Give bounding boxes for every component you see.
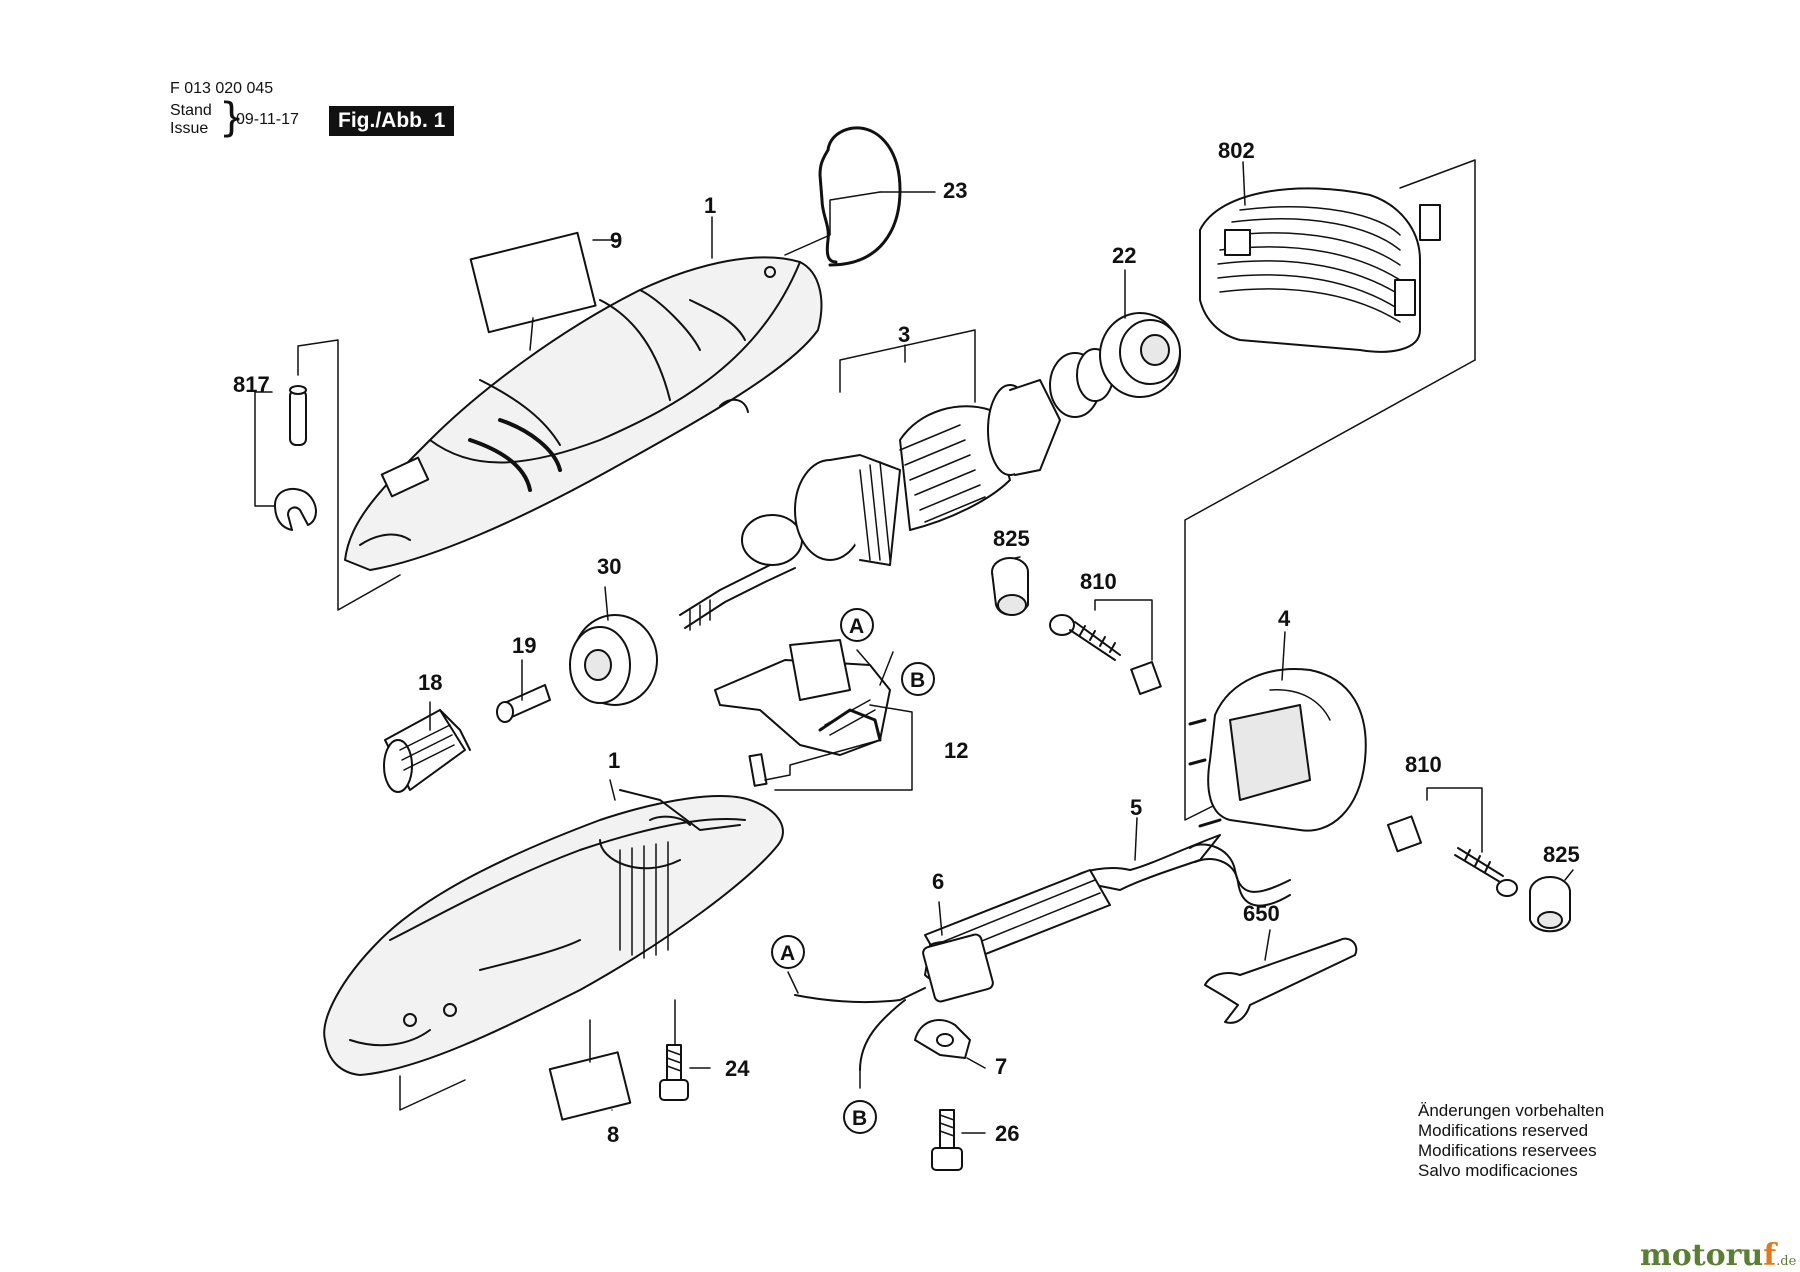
bearing-22 [1099, 312, 1181, 398]
bracket-12 [774, 704, 913, 791]
label-part-810-bottom: 810 [1405, 752, 1442, 777]
wrench-650 [1204, 937, 1358, 1024]
watermark-f: f [1763, 1238, 1777, 1272]
watermark-suffix: .de [1776, 1254, 1797, 1269]
label-part-18: 18 [418, 670, 442, 695]
spring-clip-23 [818, 126, 902, 267]
label-part-4: 4 [1278, 606, 1291, 631]
ref-circle-b2 [843, 1100, 877, 1134]
stand-label: Stand [170, 102, 212, 119]
bracket-housing-bottom [399, 1075, 466, 1111]
watermark-pre: moto [1640, 1238, 1726, 1272]
label-part-8: 8 [607, 1122, 619, 1147]
screw-26 [931, 1109, 963, 1171]
spring-810-bottom [1386, 815, 1518, 897]
wire-b [859, 999, 906, 1071]
watermark-logo: motoruf.de [1640, 1238, 1796, 1272]
label-part-3: 3 [898, 322, 910, 347]
ref-a2: A [780, 942, 795, 965]
ref-a1: A [849, 615, 864, 638]
field-coil-802 [1199, 187, 1441, 353]
label-part-12: 12 [944, 738, 968, 763]
armature-3 [679, 348, 1114, 631]
note-line-en: Modifications reserved [1418, 1121, 1589, 1140]
label-part-817: 817 [233, 372, 270, 397]
disclaimer-notes: Änderungen vorbehalten Modifications res… [1418, 1101, 1604, 1181]
issue-date: 09-11-17 [236, 111, 299, 128]
label-part-650: 650 [1243, 901, 1280, 926]
electronics-module-12 [714, 639, 891, 787]
ref-b2: B [852, 1107, 867, 1130]
ref-b1: B [910, 669, 925, 692]
label-part-810-top: 810 [1080, 569, 1117, 594]
carbon-brush-825-bottom [1529, 876, 1571, 933]
housing-bottom-half [323, 789, 784, 1076]
label-part-23: 23 [943, 178, 967, 203]
label-part-802: 802 [1218, 138, 1255, 163]
bracket-802 [1399, 159, 1476, 361]
part-number: F 013 020 045 [170, 80, 274, 97]
label-part-1-bottom: 1 [608, 748, 620, 773]
label-part-6: 6 [932, 869, 944, 894]
bracket-armature [839, 329, 976, 403]
watermark-mid: ru [1725, 1238, 1764, 1272]
label-part-19: 19 [512, 633, 536, 658]
bracket-810-top [1094, 599, 1153, 661]
cable-clamp-7 [914, 1019, 971, 1059]
label-part-22: 22 [1112, 243, 1136, 268]
label-part-825-top: 825 [993, 526, 1030, 551]
label-part-9: 9 [610, 228, 622, 253]
note-line-fr: Modifications reservees [1418, 1141, 1597, 1160]
brush-holder-4 [1188, 668, 1367, 832]
note-line-es: Salvo modificaciones [1418, 1161, 1578, 1180]
collet-nut-18 [383, 709, 471, 793]
ref-circle-b1 [901, 662, 935, 696]
label-part-825-bottom: 825 [1543, 842, 1580, 867]
collet-19 [496, 684, 551, 723]
screw-24 [659, 1044, 689, 1101]
carbon-brush-825-top [991, 557, 1029, 616]
power-cable-5 [1069, 834, 1291, 907]
label-part-1-top: 1 [704, 193, 716, 218]
label-part-26: 26 [995, 1121, 1019, 1146]
note-line-de: Änderungen vorbehalten [1418, 1101, 1605, 1120]
bearing-30 [569, 614, 658, 706]
housing-top-half [344, 256, 823, 571]
issue-label: Issue [170, 120, 209, 137]
brace-glyph: } [219, 95, 245, 141]
label-part-7: 7 [995, 1054, 1007, 1079]
label-part-24: 24 [725, 1056, 750, 1081]
spring-810-top [1049, 614, 1162, 695]
ref-circle-a1 [840, 608, 874, 642]
label-part-5: 5 [1130, 795, 1142, 820]
leader-lines [254, 161, 1574, 1134]
wire-a [794, 987, 926, 1004]
parts-817 [274, 385, 317, 531]
cable-sleeve-6 [922, 869, 1111, 1003]
ref-circle-a2 [771, 935, 805, 969]
leader-9b [529, 317, 534, 351]
bracket-810-bottom [1426, 787, 1483, 853]
figure-label: Fig./Abb. 1 [329, 106, 455, 136]
label-plate-9 [469, 231, 597, 334]
leader-12a [764, 739, 881, 781]
label-part-30: 30 [597, 554, 621, 579]
label-plate-8 [548, 1051, 632, 1121]
